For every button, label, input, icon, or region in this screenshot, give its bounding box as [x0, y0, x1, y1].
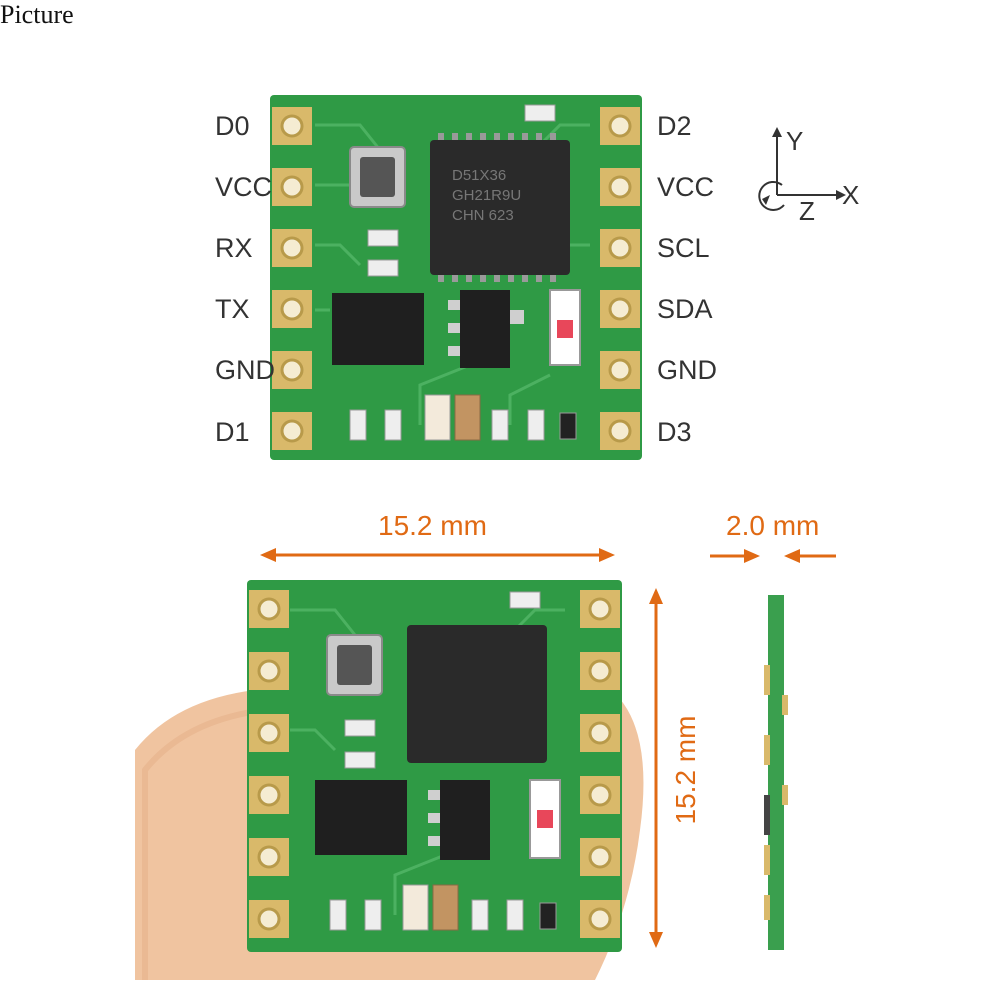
pin-label-left-4: GND	[215, 355, 275, 385]
axis-label-x: X	[842, 180, 860, 210]
pin-label-left-0: D0	[215, 111, 250, 141]
pin-label-left-1: VCC	[215, 172, 273, 202]
pin-label-right-5: D3	[657, 417, 692, 447]
left-pads	[272, 107, 312, 450]
width-dimension-arrow	[260, 548, 615, 562]
pin-label-left-3: TX	[215, 294, 250, 324]
height-dimension-label-wrap: 15.2 mm	[666, 700, 706, 840]
pin-label-right-2: SCL	[657, 233, 710, 263]
main-chip	[430, 140, 570, 275]
pin-label-right-1: VCC	[657, 172, 715, 202]
main-chip-2	[407, 625, 547, 763]
chip-marking-line-1: D51X36	[452, 167, 506, 184]
axis-indicator-icon	[758, 127, 846, 211]
axis-label-z: Z	[799, 196, 815, 226]
pin-label-right-4: GND	[657, 355, 717, 385]
pin-label-left-5: D1	[215, 417, 250, 447]
height-dimension-label: 15.2 mm	[670, 715, 701, 825]
lower-left-chip	[332, 293, 424, 365]
regulator-chip	[460, 290, 510, 368]
right-pads	[600, 107, 640, 450]
pin-label-right-0: D2	[657, 111, 692, 141]
chip-marking-line-3: CHN 623	[452, 207, 514, 224]
side-view-board-image	[764, 595, 788, 950]
finger-board-image	[135, 580, 644, 980]
top-board-image: D51X36 GH21R9U CHN 623	[270, 95, 642, 460]
thickness-dimension-label: 2.0 mm	[726, 510, 820, 541]
width-dimension-label: 15.2 mm	[378, 510, 487, 541]
axis-label-y: Y	[786, 126, 804, 156]
picture-caption: Picture	[0, 0, 74, 29]
thickness-dimension-arrows	[710, 549, 836, 563]
pin-label-right-3: SDA	[657, 294, 713, 324]
height-dimension-arrow	[649, 588, 663, 948]
chip-marking-line-2: GH21R9U	[452, 187, 521, 204]
pin-label-left-2: RX	[215, 233, 253, 263]
